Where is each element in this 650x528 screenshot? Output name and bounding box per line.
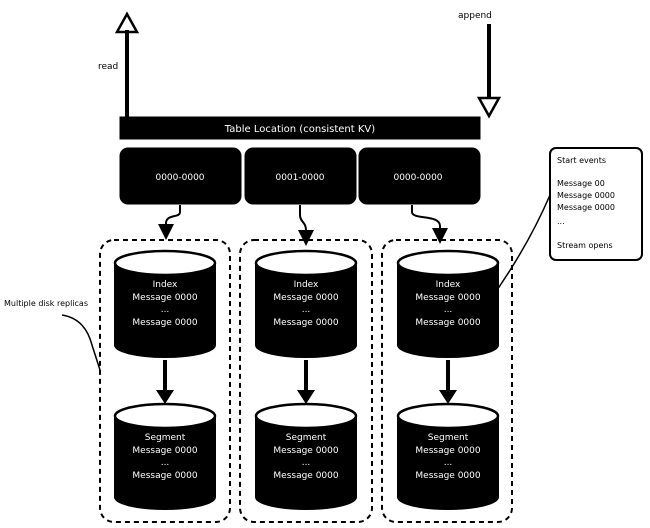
segment-line2-3: Message 0000 (415, 471, 480, 481)
index-line1-2: Message 0000 (273, 293, 338, 303)
read-arrow (114, 11, 140, 118)
range-label-3: 0000-0000 (393, 173, 442, 183)
segment-cylinder-2: Segment Message 0000 ... Message 0000 (254, 402, 358, 510)
note-leader (489, 194, 551, 301)
index-title-3: Index (436, 280, 461, 290)
index-title-2: Index (294, 280, 319, 290)
segment-title-2: Segment (286, 433, 327, 443)
index-line2-1: Message 0000 (132, 318, 197, 328)
append-label: append (458, 11, 492, 21)
connector-3 (411, 205, 448, 244)
index-note-box: Start events Message 00 Message 0000 Mes… (549, 147, 643, 261)
index-sep-1: ... (161, 305, 170, 315)
connector-1 (158, 205, 181, 240)
segment-line1-2: Message 0000 (273, 446, 338, 456)
read-label: read (98, 62, 118, 72)
segment-line2-2: Message 0000 (273, 471, 338, 481)
segment-sep-2: ... (302, 458, 311, 468)
index-to-segment-arrows (156, 360, 457, 404)
index-line2-3: Message 0000 (415, 318, 480, 328)
connector-2 (298, 205, 314, 246)
index-line2-2: Message 0000 (273, 318, 338, 328)
index-cylinder-3: Index Message 0000 ... Message 0000 (396, 249, 500, 358)
range-label-1: 0000-0000 (155, 173, 204, 183)
note-line-1: Message 00 (557, 179, 605, 188)
index-cylinder-1: Index Message 0000 ... Message 0000 (113, 249, 217, 358)
segment-line1-1: Message 0000 (132, 446, 197, 456)
segment-sep-3: ... (444, 458, 453, 468)
note-line-3: Message 0000 (557, 203, 615, 212)
note-line-4: ... (557, 217, 565, 226)
append-arrow (476, 24, 502, 119)
index-title-1: Index (153, 280, 178, 290)
note-line-2: Message 0000 (557, 191, 615, 200)
index-sep-3: ... (444, 305, 453, 315)
segment-line2-1: Message 0000 (132, 471, 197, 481)
note-line-5: Stream opens (557, 241, 613, 250)
range-label-2: 0001-0000 (275, 173, 324, 183)
range-box-1: 0000-0000 (119, 147, 242, 205)
segment-cylinder-3: Segment Message 0000 ... Message 0000 (396, 402, 500, 510)
index-line1-3: Message 0000 (415, 293, 480, 303)
note-title: Start events (557, 156, 606, 165)
segment-title-1: Segment (145, 433, 186, 443)
index-sep-2: ... (302, 305, 311, 315)
replica-group-2 (239, 239, 373, 523)
callout-left-leader (61, 314, 101, 371)
index-cylinder-2: Index Message 0000 ... Message 0000 (254, 249, 358, 358)
segment-title-3: Segment (428, 433, 469, 443)
range-box-2: 0001-0000 (244, 147, 357, 205)
replica-group-1 (99, 239, 231, 523)
segment-sep-1: ... (161, 458, 170, 468)
replica-group-3 (381, 239, 513, 523)
callout-left-label: Multiple disk replicas (4, 299, 88, 308)
segment-line1-3: Message 0000 (415, 446, 480, 456)
index-line1-1: Message 0000 (132, 293, 197, 303)
segment-cylinder-1: Segment Message 0000 ... Message 0000 (113, 402, 217, 510)
callout-left-text: Multiple disk replicas (4, 299, 88, 308)
table-location-label: Table Location (consistent KV) (224, 124, 375, 135)
range-box-3: 0000-0000 (358, 147, 481, 205)
table-location-bar (119, 116, 481, 140)
